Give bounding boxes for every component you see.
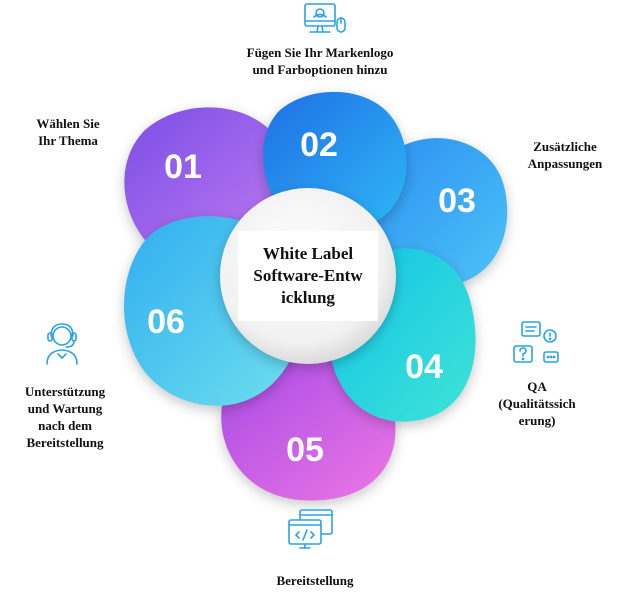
step-03-label: Zusätzliche Anpassungen bbox=[510, 138, 620, 172]
petal-number-02: 02 bbox=[300, 126, 338, 164]
step-04-label: QA (Qualitätssich erung) bbox=[482, 378, 592, 429]
step-06-line3: nach dem bbox=[38, 418, 92, 433]
step-06-line4: Bereitstellung bbox=[26, 435, 104, 450]
petal-number-06: 06 bbox=[147, 303, 185, 341]
center-title-line1: White Label bbox=[262, 244, 354, 263]
step-06-line2: und Wartung bbox=[27, 401, 103, 416]
step-01-line1: Wählen Sie bbox=[36, 116, 100, 131]
petal-number-04: 04 bbox=[405, 348, 443, 386]
step-06-label: Unterstützung und Wartung nach dem Berei… bbox=[10, 383, 120, 451]
center-title: White Label Software-Entw icklung bbox=[238, 231, 378, 321]
petal-number-05: 05 bbox=[286, 431, 324, 469]
step-02-line2: und Farboptionen hinzu bbox=[252, 62, 388, 77]
step-05-line1: Bereitstellung bbox=[276, 573, 354, 588]
step-06-line1: Unterstützung bbox=[24, 384, 106, 399]
step-01-label: Wählen Sie Ihr Thema bbox=[18, 115, 118, 149]
step-05-label: Bereitstellung bbox=[250, 572, 380, 589]
computer-mouse-icon bbox=[304, 3, 346, 33]
step-03-line1: Zusätzliche bbox=[533, 139, 597, 154]
support-headset-icon bbox=[46, 323, 78, 365]
step-02-label: Fügen Sie Ihr Markenlogo und Farboptione… bbox=[225, 44, 415, 78]
step-03-line2: Anpassungen bbox=[527, 156, 603, 171]
step-04-line2: (Qualitätssich bbox=[498, 396, 576, 411]
petal-number-01: 01 bbox=[164, 148, 202, 186]
center-title-line2: Software-Entw bbox=[253, 266, 363, 285]
step-01-line2: Ihr Thema bbox=[38, 133, 98, 148]
step-02-line1: Fügen Sie Ihr Markenlogo bbox=[246, 45, 394, 60]
petal-number-03: 03 bbox=[438, 182, 476, 220]
question-chat-icon bbox=[513, 321, 559, 363]
step-04-line3: erung) bbox=[518, 413, 556, 428]
step-04-line1: QA bbox=[527, 379, 547, 394]
code-monitor-icon bbox=[288, 509, 333, 549]
center-title-line3: icklung bbox=[281, 288, 335, 307]
